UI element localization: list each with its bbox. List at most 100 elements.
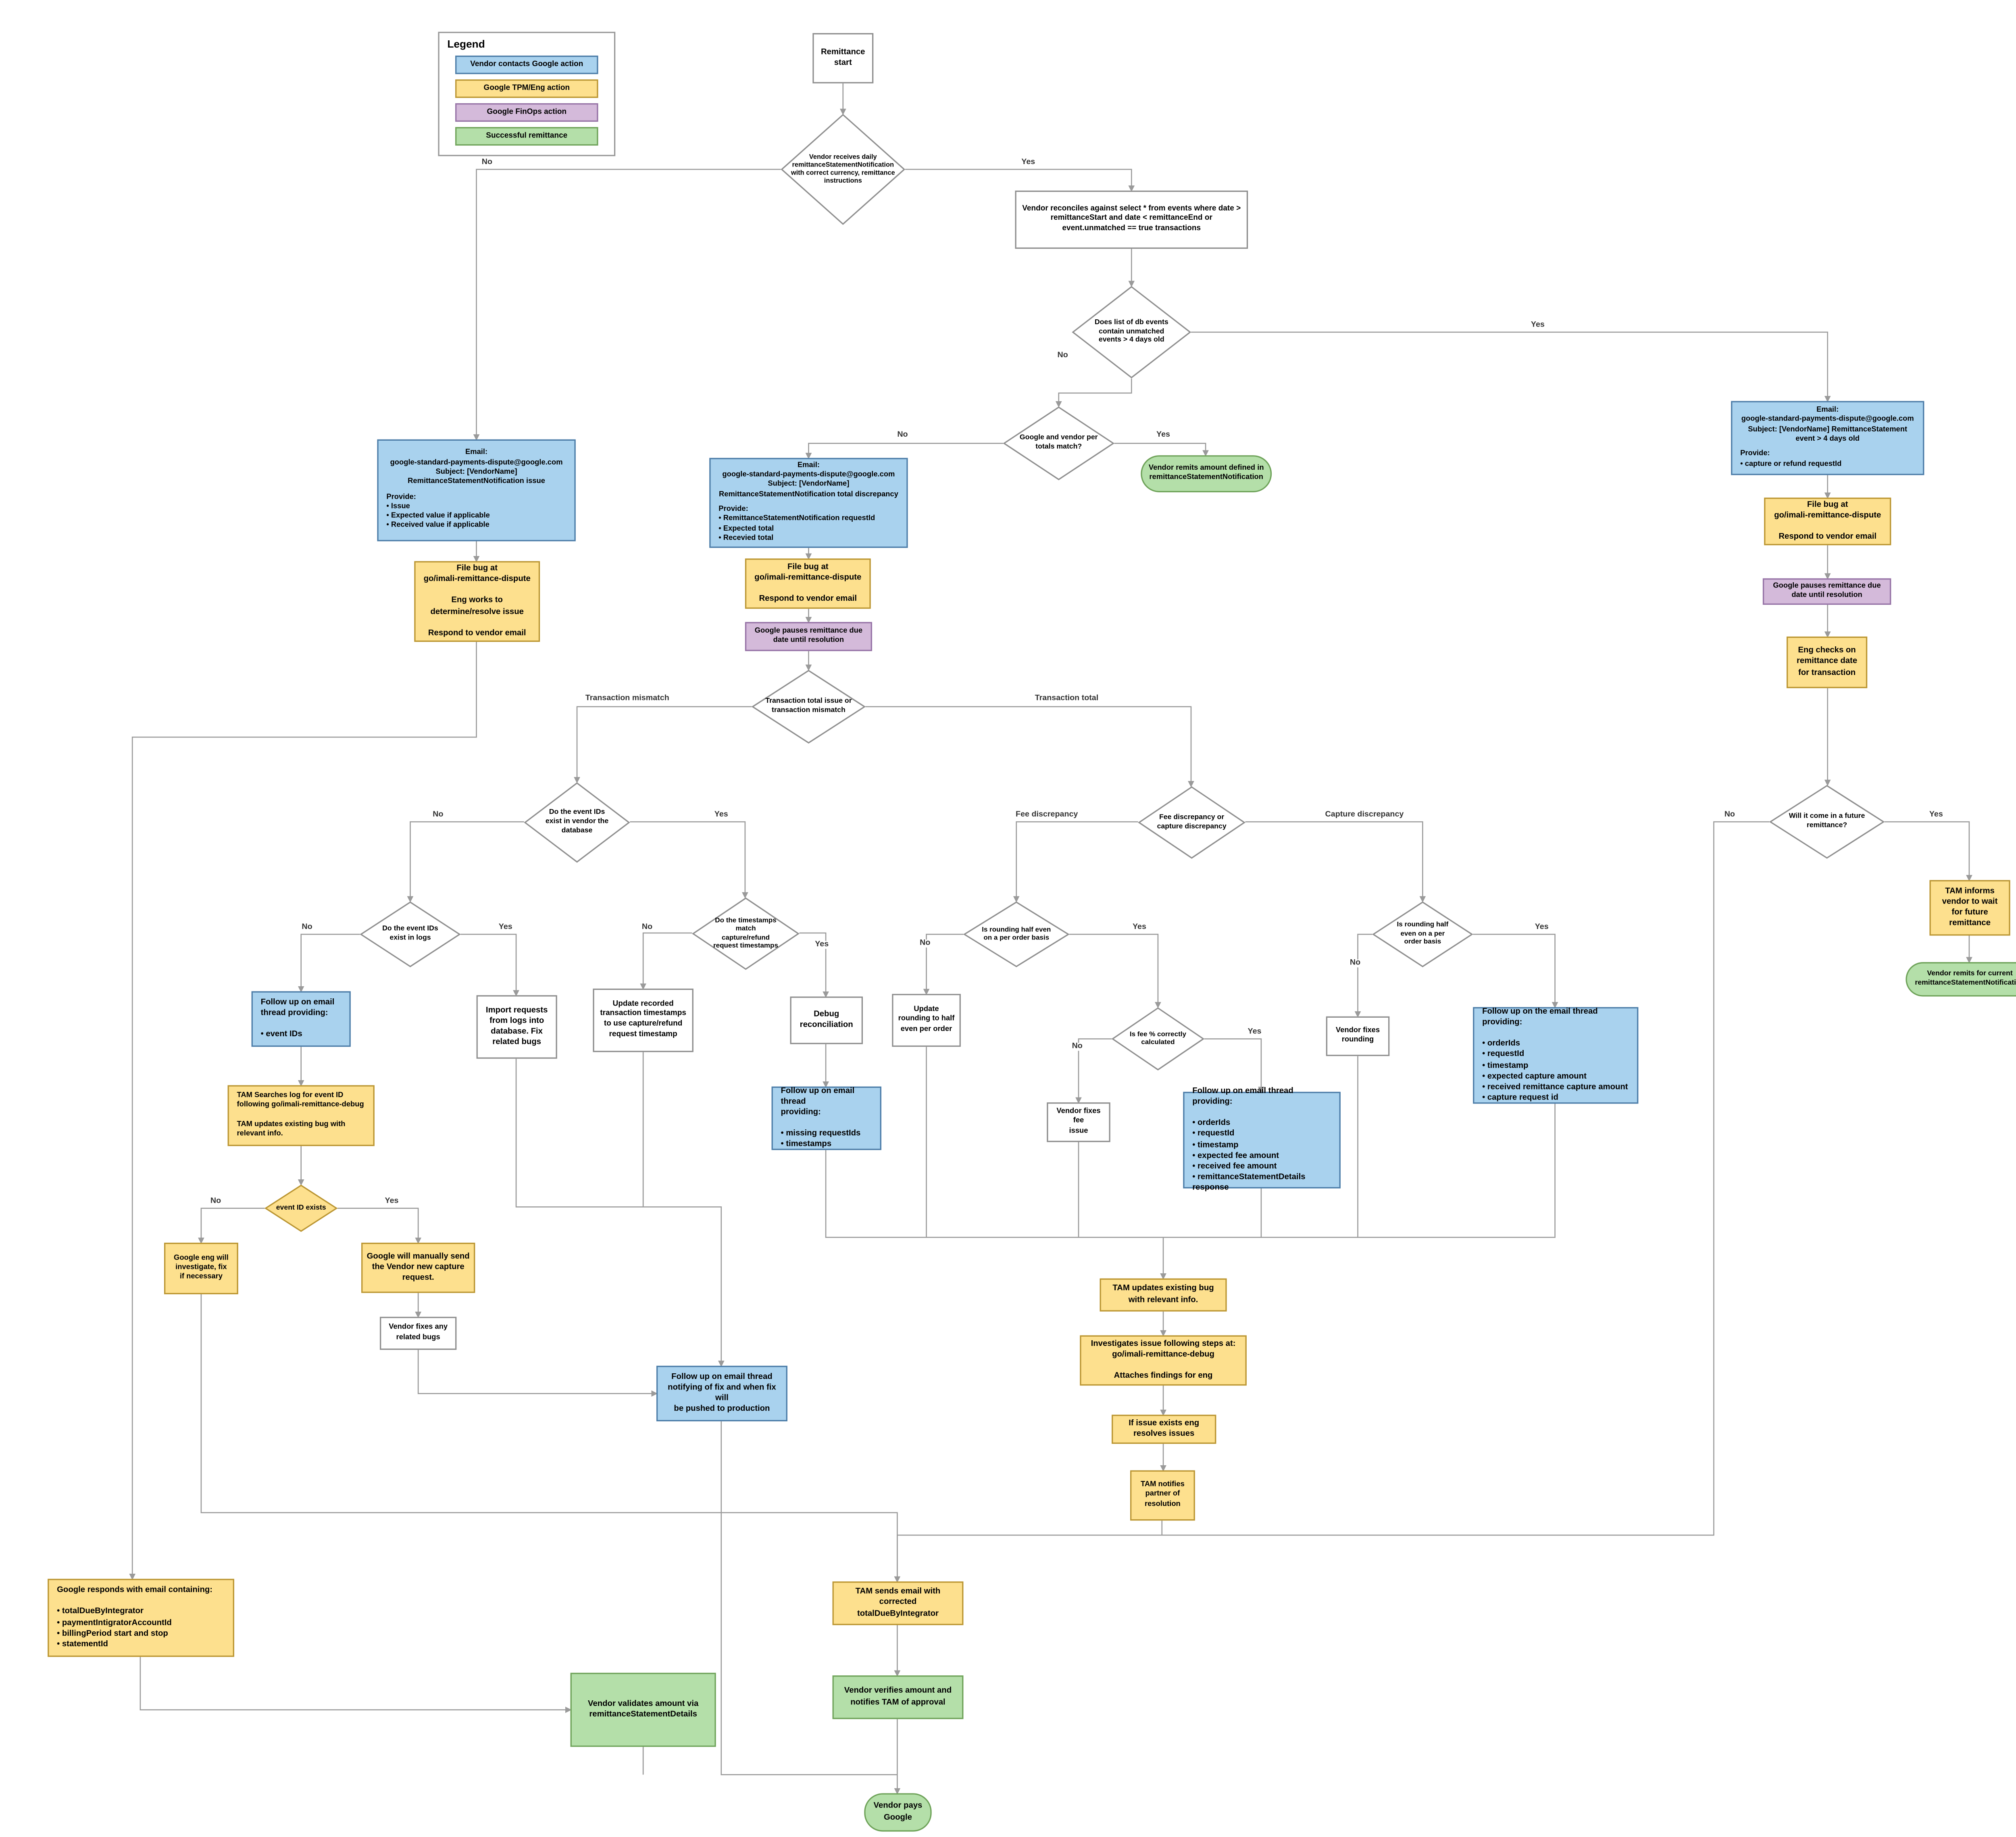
edge-feecapture-fee [1013, 821, 1138, 903]
edge-eventlogs-yes [460, 933, 519, 997]
investigates-issue: Investigates issue following steps at: g… [1080, 1335, 1247, 1386]
decision-fee-or-capture-label: Fee discrepancy or capture discrepancy [1157, 813, 1227, 831]
decision-fee-correct-label: Is fee % correctly calculated [1129, 1030, 1186, 1047]
edge-branch-total [865, 706, 1194, 787]
decision-future-remittance-label: Will it come in a future remittance? [1789, 813, 1865, 830]
pause-remittance-mid: Google pauses remittance due date until … [745, 622, 872, 651]
followup-capture: Follow up on the email thread providing:… [1473, 1007, 1639, 1104]
edge-label-feecorrect-no: No [1070, 1043, 1085, 1051]
email-event-4days-title: Email: google-standard-payments-dispute@… [1741, 406, 1914, 444]
tam-sends-corrected-label: TAM sends email with corrected totalDueB… [855, 1587, 941, 1618]
vendor-remits-defined: Vendor remits amount defined in remittan… [1141, 455, 1272, 492]
decision-rounding-fee-label: Is rounding half even on a per order bas… [982, 925, 1051, 942]
edge-daily-yes [905, 169, 1135, 192]
vendor-verifies-amount: Vendor verifies amount and notifies TAM … [832, 1675, 964, 1719]
decision-eventids-db: Do the event IDs exist in vendor the dat… [524, 782, 630, 863]
vendor-fixes-rounding: Vendor fixes rounding [1326, 1016, 1390, 1056]
edge-label-unmatched-yes: Yes [1529, 321, 1547, 330]
email-event-4days: Email: google-standard-payments-dispute@… [1731, 401, 1924, 475]
tam-updates-bug: TAM updates existing bug with relevant i… [1100, 1278, 1227, 1312]
edge-googleeng-join [200, 1294, 898, 1582]
decision-total-or-mismatch-label: Transaction total issue or transaction m… [765, 698, 852, 715]
update-timestamps: Update recorded transaction timestamps t… [593, 988, 694, 1052]
edge-label-eventlogs-yes: Yes [496, 923, 514, 932]
eng-checks-date-label: Eng checks on remittance date for transa… [1796, 646, 1858, 677]
decision-eventid-exists: event ID exists [264, 1184, 337, 1232]
edge-label-branch-total: Transaction total [1033, 695, 1101, 703]
followup-fee: Follow up on email thread providing: • o… [1183, 1087, 1341, 1192]
followup-capture-body: Follow up on the email thread providing:… [1482, 1007, 1628, 1102]
edge-totals-no [805, 443, 1003, 459]
decision-rounding-fee: Is rounding half even on a per order bas… [963, 901, 1070, 967]
vendor-reconciles: Vendor reconciles against select * from … [1015, 190, 1248, 249]
edge-label-feecapture-capture: Capture discrepancy [1323, 811, 1406, 819]
edge-eventlogs-no [298, 933, 360, 993]
decision-timestamps-match-label: Do the timestamps match capture/refund r… [713, 916, 778, 950]
investigates-issue-label: Investigates issue following steps at: g… [1091, 1339, 1236, 1381]
vendor-fixes-related-bugs: Vendor fixes any related bugs [379, 1316, 457, 1350]
edge-label-feecorrect-yes: Yes [1245, 1028, 1264, 1036]
remittance-start: Remittance start [812, 33, 874, 83]
pause-remittance-mid-label: Google pauses remittance due date until … [754, 627, 863, 645]
tam-updates-bug-label: TAM updates existing bug with relevant i… [1112, 1284, 1214, 1304]
decision-rounding-capture: Is rounding half even on a per order bas… [1372, 901, 1473, 967]
tam-sends-corrected: TAM sends email with corrected totalDueB… [832, 1581, 964, 1625]
vendor-pays-google-label: Vendor pays Google [873, 1802, 923, 1822]
edge-label-roundingcapture-yes: Yes [1533, 923, 1551, 932]
email-total-discrepancy-body: Provide: • RemittanceStatementNotificati… [719, 505, 875, 543]
import-requests: Import requests from logs into database.… [476, 995, 557, 1059]
vendor-validates-amount-label: Vendor validates amount via remittanceSt… [588, 1699, 699, 1719]
edge-label-daily-yes: Yes [1019, 158, 1037, 167]
update-timestamps-label: Update recorded transaction timestamps t… [600, 1000, 686, 1038]
google-responds-email: Google responds with email containing: •… [48, 1579, 234, 1657]
edge-feecapture-capture [1245, 821, 1426, 903]
tam-searches-log: TAM Searches log for event ID following … [227, 1085, 375, 1146]
edge-label-eventdb-no: No [431, 811, 446, 819]
debug-reconciliation: Debug reconciliation [790, 996, 863, 1044]
edge-label-roundingcapture-no: No [1347, 959, 1363, 968]
decision-totals-match-label: Google and vendor per totals match? [1019, 434, 1098, 452]
decision-future-remittance-shape [1769, 785, 1885, 859]
tam-informs-wait-label: TAM informs vendor to wait for future re… [1942, 886, 1998, 928]
email-notification-issue-body: Provide: • Issue • Expected value if app… [386, 493, 490, 530]
decision-eventids-logs: Do the event IDs exist in logs [360, 901, 461, 967]
decision-totals-match-shape [1003, 406, 1114, 481]
decision-eventids-logs-label: Do the event IDs exist in logs [382, 925, 438, 942]
edge-fixesbugs-to-followupfix [417, 1350, 658, 1397]
google-manual-capture-label: Google will manually send the Vendor new… [367, 1252, 470, 1283]
vendor-validates-amount: Vendor validates amount via remittanceSt… [570, 1672, 716, 1747]
legend-item-2: Google FinOps action [455, 103, 598, 122]
file-bug-right-label: File bug at go/imali-remittance-dispute … [1774, 500, 1881, 542]
decision-unmatched-4days-label: Does list of db events contain unmatched… [1094, 319, 1168, 345]
edge-label-branch-mismatch: Transaction mismatch [583, 695, 671, 703]
edge-eventdb-yes [630, 821, 748, 899]
decision-eventids-db-shape [524, 782, 630, 863]
eng-resolves-issues: If issue exists eng resolves issues [1112, 1414, 1216, 1444]
decision-unmatched-4days: Does list of db events contain unmatched… [1072, 286, 1191, 379]
decision-fee-correct: Is fee % correctly calculated [1112, 1007, 1204, 1071]
edge-import-to-followupfix [515, 1058, 725, 1367]
edge-roundingcapture-yes [1473, 933, 1558, 1008]
decision-eventids-db-label: Do the event IDs exist in vendor the dat… [545, 809, 609, 835]
decision-eventid-exists-label: event ID exists [276, 1204, 326, 1212]
followup-missing-requestids-body: Follow up on email thread providing: • m… [781, 1086, 861, 1149]
decision-daily-notification-shape [781, 114, 906, 225]
edge-unmatched-yes [1191, 331, 1831, 402]
debug-reconciliation-label: Debug reconciliation [800, 1010, 853, 1030]
tam-informs-wait: TAM informs vendor to wait for future re… [1929, 880, 2010, 936]
decision-timestamps-match: Do the timestamps match capture/refund r… [692, 897, 800, 970]
vendor-reconciles-label: Vendor reconciles against select * from … [1022, 204, 1241, 233]
edge-label-eventdb-yes: Yes [712, 811, 730, 819]
edge-label-exists-yes: Yes [383, 1198, 401, 1206]
edge-missing-to-tamupdates [825, 1150, 1166, 1280]
edge-eventdb-no [407, 821, 524, 903]
legend-title: Legend [447, 38, 485, 50]
file-bug-mid: File bug at go/imali-remittance-dispute … [745, 558, 871, 609]
edge-label-unmatched-no: No [1055, 352, 1070, 360]
edge-branch-mismatch [574, 706, 752, 783]
edge-feecorrect-yes [1204, 1038, 1264, 1093]
email-total-discrepancy: Email: google-standard-payments-dispute@… [709, 458, 908, 548]
decision-daily-notification-label: Vendor receives daily remittanceStatemen… [791, 153, 895, 186]
file-bug-left-label: File bug at go/imali-remittance-dispute … [423, 564, 531, 637]
